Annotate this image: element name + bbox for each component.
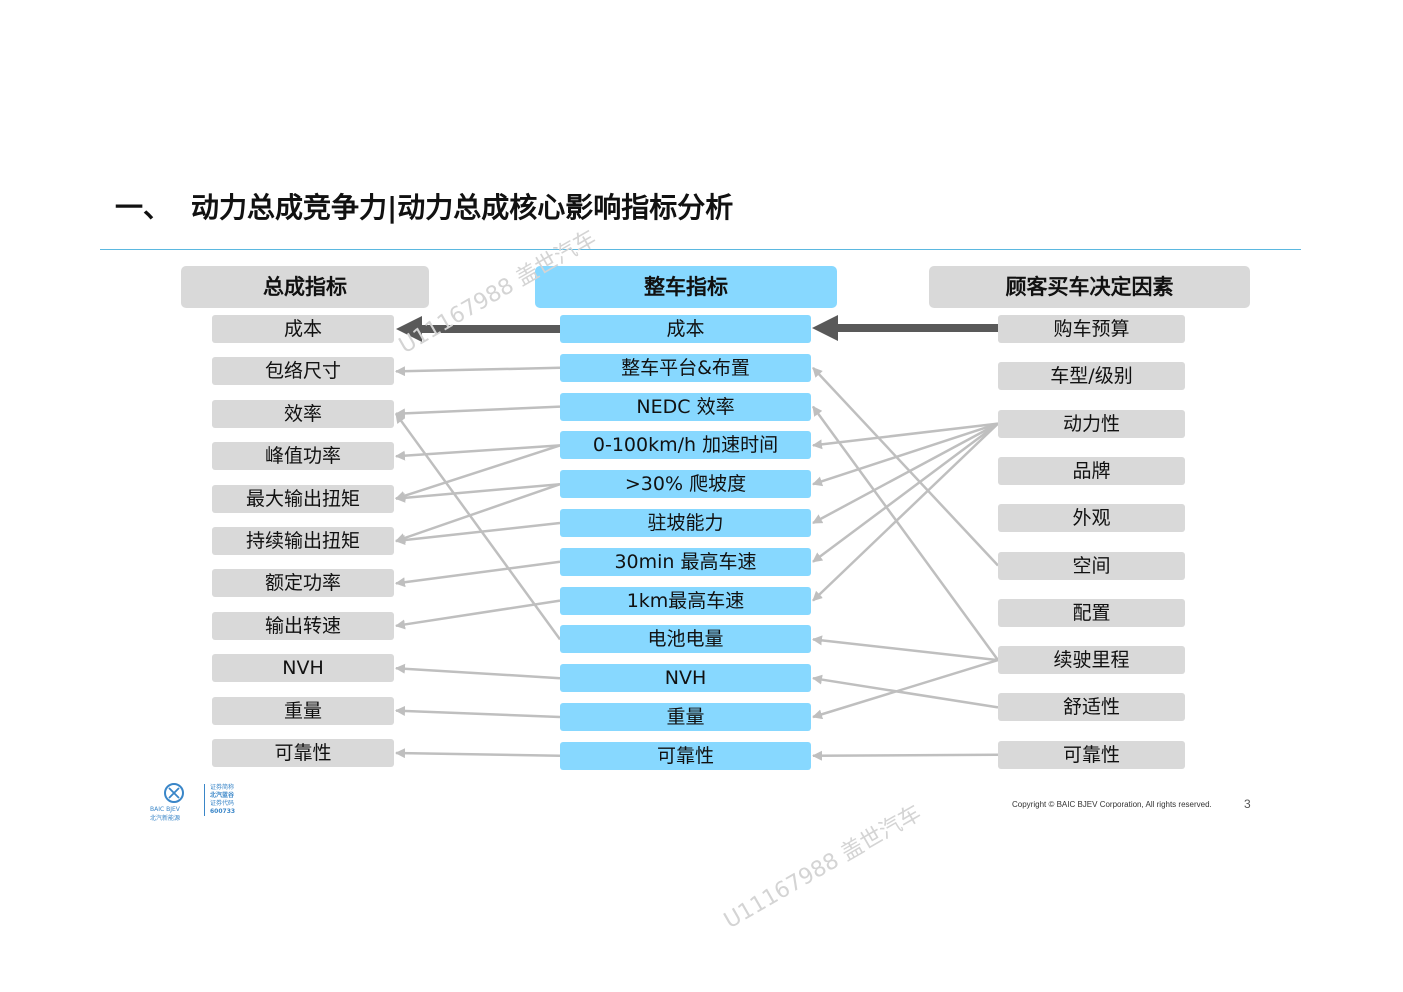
link-right7-to-mid8 — [812, 635, 999, 662]
assembly-metric-2: 效率 — [212, 399, 394, 428]
link-right5-to-mid1 — [812, 366, 999, 567]
logo-sub: 北汽新能源 — [150, 815, 181, 822]
title-divider — [100, 249, 1301, 250]
vehicle-metric-7: 1km最高车速 — [560, 586, 811, 615]
customer-factor-3: 品牌 — [998, 456, 1185, 485]
cost-arrowhead-left — [396, 316, 422, 342]
link-mid11-to-left10 — [395, 748, 561, 759]
link-mid4-to-left4 — [395, 482, 561, 503]
vehicle-metric-3: 0-100km/h 加速时间 — [560, 431, 811, 460]
customer-factor-8: 舒适性 — [998, 693, 1185, 722]
link-mid7-to-left7 — [395, 599, 561, 630]
vehicle-metric-4: >30% 爬坡度 — [560, 470, 811, 499]
vehicle-metric-5: 驻坡能力 — [560, 509, 811, 537]
link-mid9-to-left8 — [395, 663, 561, 680]
link-right2-to-mid4 — [812, 422, 999, 487]
assembly-metric-8: NVH — [212, 654, 394, 683]
link-right7-to-mid2 — [811, 405, 1000, 661]
vehicle-metric-0: 成本 — [560, 315, 811, 343]
link-mid8-to-left2 — [394, 412, 562, 641]
logo-line1: 证券简称 — [210, 784, 235, 791]
logo-line3: 证券代码 — [210, 800, 235, 807]
header-assembly-metrics: 总成指标 — [181, 266, 429, 308]
logo-stock-info: 证券简称 北汽蓝谷 证券代码 600733 — [210, 784, 235, 816]
logo-divider — [204, 784, 205, 816]
assembly-metric-1: 包络尺寸 — [212, 357, 394, 386]
link-mid3-to-left3 — [395, 444, 561, 461]
assembly-metric-5: 持续输出扭矩 — [212, 527, 394, 555]
vehicle-metric-1: 整车平台&布置 — [560, 353, 811, 382]
link-right2-to-mid7 — [812, 422, 999, 602]
section-number: 一、 — [115, 191, 172, 224]
page-title: 一、动力总成竞争力|动力总成核心影响指标分析 — [115, 188, 733, 228]
link-right9-to-mid11 — [812, 750, 999, 761]
vehicle-metric-6: 30min 最高车速 — [560, 547, 811, 576]
link-mid5-to-left5 — [395, 521, 561, 545]
assembly-metric-3: 峰值功率 — [212, 442, 394, 471]
link-right2-to-mid5 — [812, 422, 999, 525]
header-customer-factors: 顾客买车决定因素 — [929, 266, 1250, 308]
company-logo: BAIC BJEV 北汽新能源 证券简称 北汽蓝谷 证券代码 600733 — [150, 782, 250, 822]
copyright-notice: Copyright © BAIC BJEV Corporation, All r… — [1012, 800, 1212, 809]
link-mid10-to-left9 — [395, 705, 561, 719]
link-right8-to-mid9 — [812, 674, 999, 709]
customer-factor-4: 外观 — [998, 504, 1185, 533]
link-mid1-to-left1 — [395, 366, 561, 377]
customer-factor-5: 空间 — [998, 551, 1185, 580]
customer-factor-0: 购车预算 — [998, 315, 1185, 343]
logo-brand-text: BAIC BJEV 北汽新能源 — [150, 806, 180, 822]
cost-arrowhead-mid — [812, 315, 838, 341]
vehicle-metric-8: 电池电量 — [560, 625, 811, 654]
assembly-metric-6: 额定功率 — [212, 569, 394, 598]
page-number: 3 — [1244, 797, 1251, 811]
link-mid6-to-left6 — [395, 560, 561, 588]
assembly-metric-4: 最大输出扭矩 — [212, 484, 394, 513]
vehicle-metric-11: 可靠性 — [560, 741, 811, 770]
header-vehicle-metrics: 整车指标 — [535, 266, 837, 308]
customer-factor-2: 动力性 — [998, 409, 1185, 438]
assembly-metric-9: 重量 — [212, 696, 394, 725]
logo-brand: BAIC BJEV — [150, 806, 180, 813]
customer-factor-1: 车型/级别 — [998, 362, 1185, 391]
vehicle-metric-10: 重量 — [560, 703, 811, 731]
baic-logo-icon — [164, 783, 184, 803]
customer-factor-7: 续驶里程 — [998, 646, 1185, 675]
customer-factor-6: 配置 — [998, 598, 1185, 627]
assembly-metric-7: 输出转速 — [212, 611, 394, 640]
assembly-metric-10: 可靠性 — [212, 739, 394, 767]
link-right7-to-mid10 — [812, 658, 999, 720]
vehicle-metric-2: NEDC 效率 — [560, 392, 811, 421]
link-mid3-to-left4 — [395, 444, 561, 501]
logo-line4: 600733 — [210, 808, 236, 815]
vehicle-metric-9: NVH — [560, 664, 811, 693]
link-mid4-to-left5 — [395, 483, 561, 543]
link-mid2-to-left2 — [395, 405, 561, 419]
link-right2-to-mid3 — [812, 422, 999, 450]
customer-factor-9: 可靠性 — [998, 740, 1185, 769]
link-right2-to-mid6 — [812, 422, 999, 563]
logo-line2: 北汽蓝谷 — [210, 792, 235, 799]
title-text: 动力总成竞争力|动力总成核心影响指标分析 — [191, 191, 734, 224]
assembly-metric-0: 成本 — [212, 315, 394, 343]
